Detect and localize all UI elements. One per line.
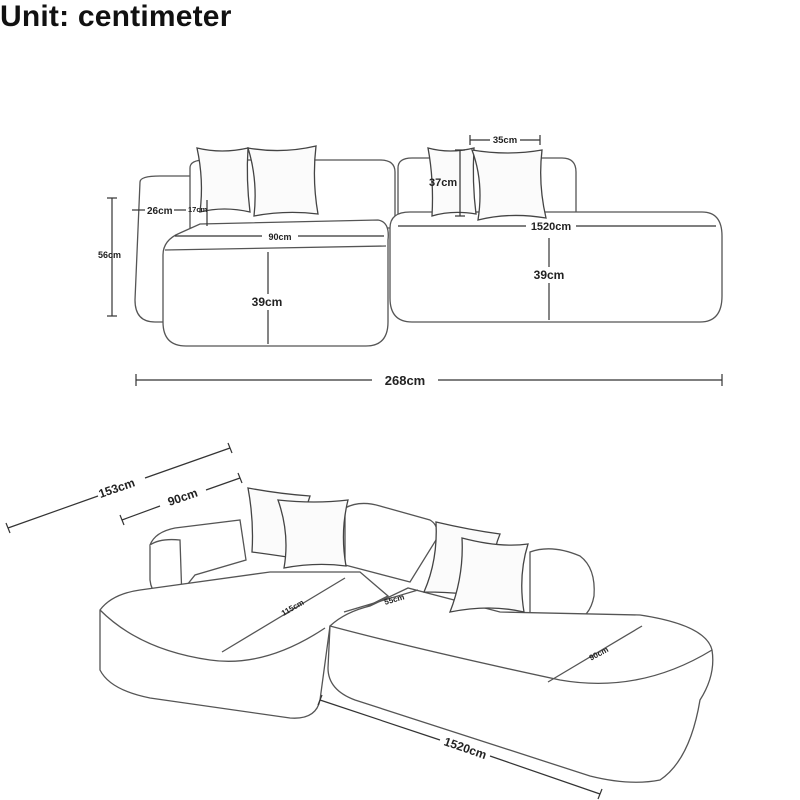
- label-arm-height: 17cm: [188, 205, 208, 214]
- label-seat-height-right: 39cm: [534, 268, 565, 282]
- dim-line-depth-total: [7, 495, 99, 529]
- chaise-top-edge: [164, 245, 387, 251]
- pillow-right-front: [470, 149, 547, 221]
- label-chaise-width: 90cm: [268, 232, 291, 242]
- label-seat-height-left: 39cm: [252, 295, 283, 309]
- label-pillow-height: 37cm: [429, 177, 457, 189]
- front-view-drawing: [107, 135, 723, 386]
- label-total-width: 268cm: [385, 373, 425, 388]
- dim-line-depth-chaise: [121, 505, 161, 521]
- pillow-3d-2: [277, 499, 349, 569]
- label-depth-chaise: 90cm: [166, 486, 200, 509]
- left-chaise: [162, 219, 389, 347]
- middle-backrest: [344, 502, 438, 583]
- front-view-labels: 35cm 37cm 26cm 17cm 56cm 90cm 1520cm 39c…: [98, 133, 571, 388]
- label-arm-width: 26cm: [147, 206, 173, 217]
- label-depth-total: 153cm: [97, 476, 137, 501]
- pillow-left-back: [196, 147, 251, 213]
- dim-line-total-length: [319, 699, 441, 741]
- right-bolster: [529, 548, 595, 623]
- label-total-height: 56cm: [98, 250, 121, 260]
- pillow-3d-4: [448, 537, 529, 613]
- label-right-seat-width: 1520cm: [531, 221, 572, 233]
- page-title: Unit: centimeter: [0, 0, 232, 33]
- perspective-view-drawing: [5, 442, 714, 800]
- right-chaise-3d: [327, 587, 714, 783]
- label-pillow-width: 35cm: [493, 135, 517, 146]
- pillow-left-front: [247, 145, 319, 217]
